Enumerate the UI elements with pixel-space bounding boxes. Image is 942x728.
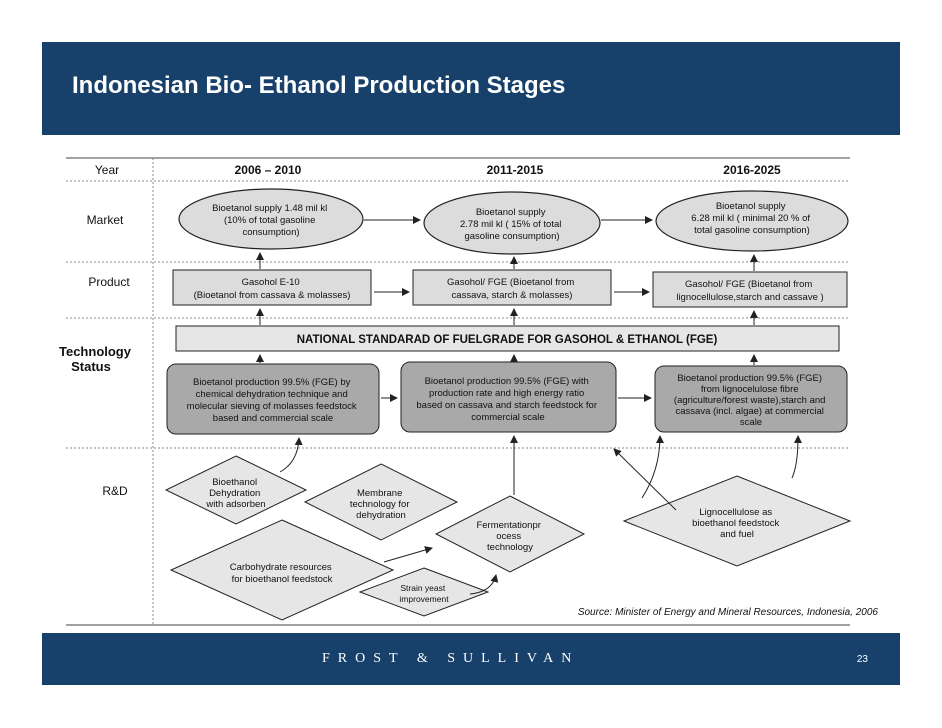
footer-bar: FROST & SULLIVAN 23: [42, 633, 900, 685]
technology-box-3: [654, 365, 848, 433]
market-text-2: Bioetanol supply 2.78 mil kl ( 15% of to…: [460, 207, 564, 242]
rnd-diamond-dehydration: [164, 455, 308, 525]
page-number: 23: [856, 654, 868, 665]
page-title: Indonesian Bio- Ethanol Production Stage…: [72, 72, 566, 99]
year-header: Year: [95, 163, 119, 177]
product-label: Product: [88, 275, 130, 289]
product-text-1: Gasohol E-10 (Bioetanol from cassava & m…: [194, 277, 351, 301]
market-label: Market: [87, 213, 124, 227]
product-text-2: Gasohol/ FGE (Bioetanol from cassava, st…: [447, 277, 577, 301]
product-text-3: Gasohol/ FGE (Bioetanol from lignocellul…: [676, 279, 823, 303]
product-box-1: [172, 269, 372, 306]
period-header-3: 2016-2025: [723, 163, 781, 177]
product-box-3: [652, 271, 848, 308]
rnd-diamond-strain-yeast: [358, 567, 490, 617]
market-ellipse-3: [655, 190, 849, 252]
source-note: Source: Minister of Energy and Mineral R…: [578, 607, 879, 618]
rnd-text-carbohydrate: Carbohydrate resources for bioethanol fe…: [230, 562, 335, 585]
period-header-2: 2011-2015: [487, 163, 544, 177]
rnd-diamond-membrane: [303, 463, 459, 541]
technology-text-2: Bioetanol production 99.5% (FGE) with pr…: [416, 376, 599, 423]
rnd-text-fermentation: Fermentationpr ocess technology: [476, 520, 543, 553]
technology-box-1: [166, 363, 380, 435]
table-frame: [66, 157, 850, 626]
flow-arrows: [256, 216, 802, 595]
market-ellipse-1: [178, 188, 364, 250]
standard-bar: [175, 325, 840, 352]
status-label: Status: [71, 359, 111, 374]
brand-logo: FROST & SULLIVAN: [322, 651, 580, 666]
technology-text-3: Bioetanol production 99.5% (FGE) from li…: [674, 373, 828, 428]
technology-box-2: [400, 361, 617, 433]
product-box-2: [412, 269, 612, 306]
rnd-text-membrane: Membrane technology for dehydration: [350, 488, 412, 521]
title-bar: Indonesian Bio- Ethanol Production Stage…: [42, 42, 900, 135]
rnd-diamond-carbohydrate: [169, 519, 395, 621]
market-ellipse-2: [423, 191, 601, 255]
rnd-label: R&D: [102, 484, 128, 498]
technology-text-1: Bioetanol production 99.5% (FGE) by chem…: [187, 377, 360, 424]
period-header-1: 2006 – 2010: [235, 163, 302, 177]
rnd-text-dehydration: Bioethanol Dehydration with adsorben: [205, 477, 265, 510]
rnd-diamond-fermentation: [434, 495, 586, 573]
rnd-text-lignocellulose: Lignocellulose as bioethanol feedstock a…: [692, 507, 782, 540]
market-text-3: Bioetanol supply 6.28 mil kl ( minimal 2…: [691, 201, 812, 236]
standard-text: NATIONAL STANDARAD OF FUELGRADE FOR GASO…: [297, 334, 718, 346]
market-text-1: Bioetanol supply 1.48 mil kl (10% of tot…: [212, 203, 330, 238]
rnd-text-strain-yeast: Strain yeast improvement: [399, 583, 449, 604]
technology-label: Technology: [59, 344, 132, 359]
rnd-diamond-lignocellulose: [622, 475, 852, 567]
